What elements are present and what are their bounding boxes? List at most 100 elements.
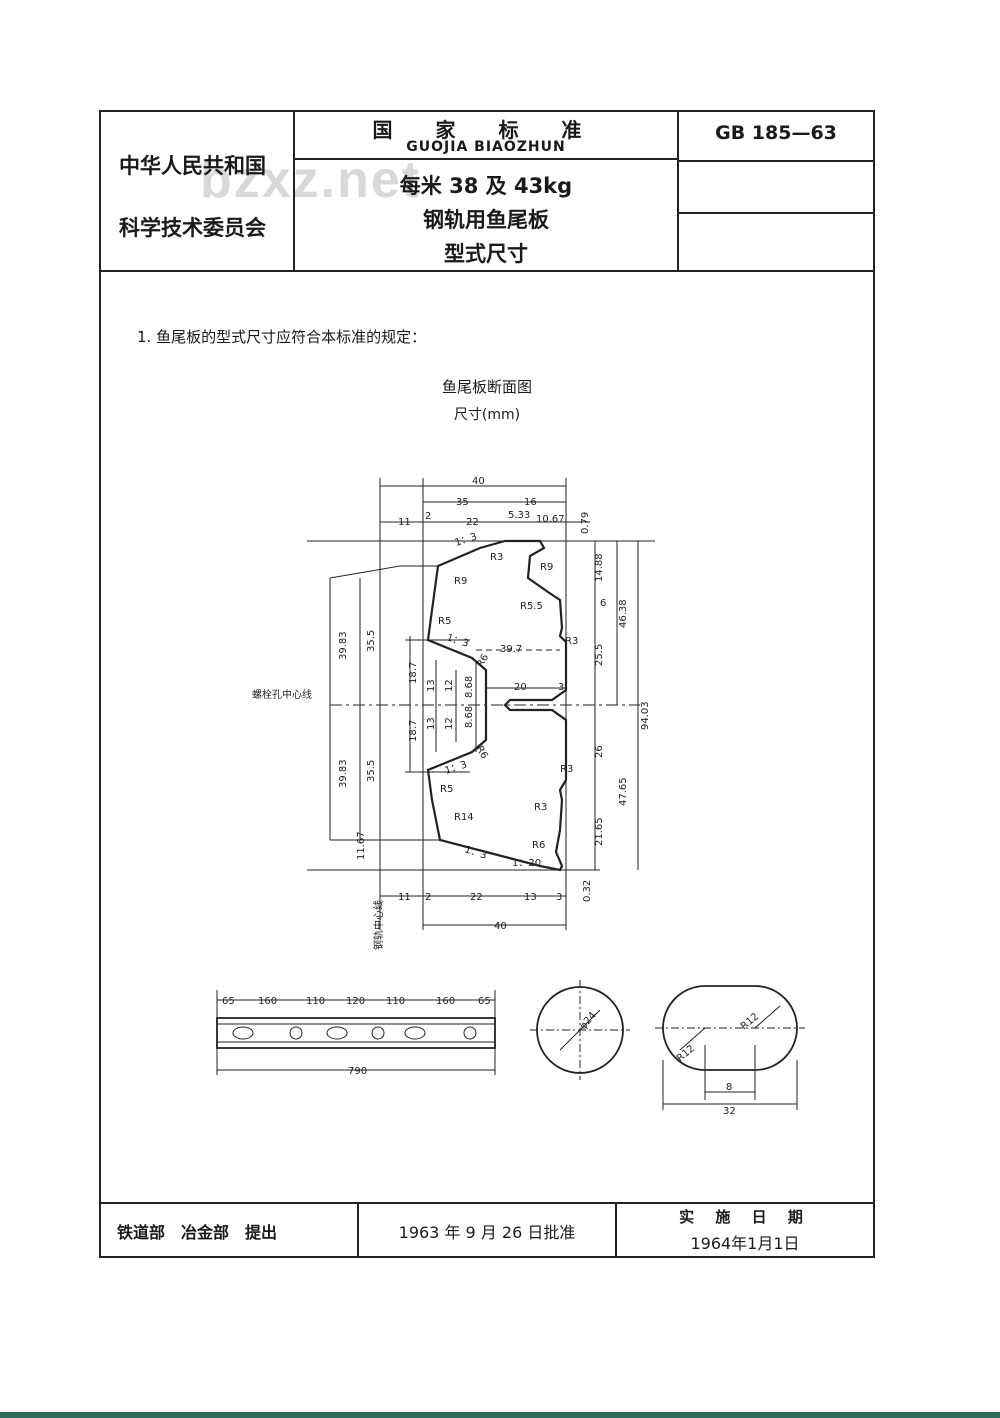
radius-text-r3-top: R3: [490, 552, 503, 563]
slot-inner-text: 8: [726, 1082, 732, 1093]
dim-text-26: 26: [594, 745, 605, 758]
slot-radius-a-text: R12: [675, 1043, 697, 1064]
radius-text-r3-right-mid: R3: [560, 764, 573, 775]
plate-dim-160-right: 160: [436, 996, 455, 1007]
dim-text-22-top: 22: [466, 517, 479, 528]
dim-text-3-bottom: 3: [556, 892, 562, 903]
dim-text-35: 35: [456, 497, 469, 508]
dim-text-5-33: 5.33: [508, 510, 530, 521]
slope-leader-top: [329, 565, 440, 579]
dim-text-10-67: 10.67: [536, 514, 565, 525]
dim-text-22-bottom: 22: [470, 892, 483, 903]
effective-date: 1964年1月1日: [690, 1234, 800, 1253]
title-cell: 国 家 标 准 GUOJIA BIAOZHUN 每米 38 及 43kg 钢轨用…: [295, 112, 679, 270]
dim-text-18-7-bottom: 18.7: [408, 720, 419, 742]
dim-text-13-bottom: 13: [524, 892, 537, 903]
slot-radius-b-text: R12: [739, 1011, 761, 1032]
radius-text-r6-corner: R6: [532, 840, 545, 851]
subtitle-2: 钢轨用鱼尾板: [423, 208, 549, 232]
slope-text-5: 1：20: [512, 858, 541, 869]
dim-text-40-top: 40: [472, 476, 485, 487]
dim-text-35-5-bottom: 35.5: [366, 760, 377, 782]
plate-elevation: [216, 1017, 496, 1049]
inner-dim-20: 20: [514, 682, 527, 693]
watermark: bzxz.net: [200, 151, 422, 209]
standard-code: GB 185—63: [715, 122, 837, 144]
code-row: GB 185—63: [679, 112, 873, 162]
plate-dim-110-right: 110: [386, 996, 405, 1007]
dim-text-0-32: 0.32: [582, 880, 593, 902]
issuer-line2: 科学技术委员会: [119, 216, 266, 240]
clause-text: 1. 鱼尾板的型式尺寸应符合本标准的规定：: [137, 328, 427, 346]
dim-text-6: 6: [600, 598, 606, 609]
header-table: 中华人民共和国 科学技术委员会 国 家 标 准 GUOJIA BIAOZHUN …: [101, 112, 873, 272]
dim-text-11-top: 11: [398, 517, 411, 528]
dim-text-40-bottom: 40: [494, 921, 507, 932]
dim-text-39-83-top: 39.83: [338, 631, 349, 660]
dim-text-11-bottom: 11: [398, 892, 411, 903]
plate-slot-5: [404, 1026, 426, 1040]
rail-center-label: 钢轨中心线: [372, 900, 385, 950]
dim-text-8-68-top: 8.68: [464, 676, 475, 698]
plate-hole-6: [463, 1026, 477, 1040]
dim-text-21-65: 21.65: [594, 817, 605, 846]
figure-unit: 尺寸(mm): [453, 407, 521, 423]
plate-hole-2: [289, 1026, 303, 1040]
plate-hole-4: [371, 1026, 385, 1040]
bolt-center-label: 螺栓孔中心线: [252, 688, 312, 701]
dim-text-35-5-top: 35.5: [366, 630, 377, 652]
title-cn: 国 家 标 准: [372, 118, 600, 142]
round-hole-diameter: [559, 1009, 601, 1051]
dim-text-13-top: 13: [426, 679, 437, 692]
dim-text-13-bottom: 13: [426, 717, 437, 730]
title-pinyin: GUOJIA BIAOZHUN: [406, 139, 566, 155]
dim-text-18-7-top: 18.7: [408, 662, 419, 684]
slope-text-4: 1：3: [463, 844, 488, 861]
dim-text-8-68-bottom: 8.68: [464, 706, 475, 728]
oval-radius-b: [754, 1005, 781, 1029]
hole-diameter-text: φ24: [578, 1010, 599, 1032]
document-frame: 中华人民共和国 科学技术委员会 国 家 标 准 GUOJIA BIAOZHUN …: [99, 110, 875, 1258]
figure-title: 鱼尾板断面图: [441, 378, 532, 396]
inner-dim-39-7: 39.7: [500, 644, 522, 655]
radius-text-r3-right-low: R3: [534, 802, 547, 813]
footer-table: 铁道部 冶金部 提出 1963 年 9 月 26 日批准 实 施 日 期 196…: [101, 1202, 873, 1256]
dim-text-16: 16: [524, 497, 537, 508]
radius-text-r5-5: R5.5: [520, 601, 543, 612]
effective-cell: 实 施 日 期 1964年1月1日: [617, 1204, 873, 1256]
dim-text-39-83-bottom: 39.83: [338, 759, 349, 788]
approval-cell: 1963 年 9 月 26 日批准: [359, 1204, 617, 1256]
slope-text-1: 1：3: [454, 531, 479, 548]
radius-text-r14: R14: [454, 812, 474, 823]
scan-edge-strip: [0, 1412, 1000, 1418]
plate-slot-3: [326, 1026, 348, 1040]
proposers: 铁道部 冶金部 提出: [117, 1223, 278, 1242]
dim-text-47-65: 47.65: [618, 777, 629, 806]
code-blank-row: [679, 160, 873, 214]
plate-dim-160-left: 160: [258, 996, 277, 1007]
dim-text-11-67: 11.67: [356, 831, 367, 860]
plate-dim-110-left: 110: [306, 996, 325, 1007]
dim-text-12-top: 12: [444, 679, 455, 692]
plate-dim-65-left: 65: [222, 996, 235, 1007]
slot-total-text: 32: [723, 1106, 736, 1117]
dim-text-2-top: 2: [425, 511, 431, 522]
slope-text-2: 1：3: [445, 632, 470, 649]
dim-text-25-5: 25.5: [594, 644, 605, 666]
radius-text-r3-right-top: R3: [565, 636, 578, 647]
approval-date: 1963 年 9 月 26 日批准: [398, 1223, 576, 1242]
dim-text-2-bottom: 2: [425, 892, 431, 903]
issuer-line1: 中华人民共和国: [119, 154, 266, 178]
oval-radius-a: [679, 1027, 706, 1051]
inner-dim-3: 3: [558, 682, 564, 693]
code-cell: GB 185—63: [679, 112, 873, 270]
title-top-row: 国 家 标 准 GUOJIA BIAOZHUN: [295, 112, 677, 160]
dim-text-46-38: 46.38: [618, 599, 629, 628]
subtitle-1: 每米 38 及 43kg: [399, 174, 573, 198]
issuer-cell: 中华人民共和国 科学技术委员会: [101, 112, 295, 270]
dim-text-12-bottom: 12: [444, 717, 455, 730]
radius-text-r9-left: R9: [454, 576, 467, 587]
plate-dim-65-right: 65: [478, 996, 491, 1007]
dim-text-14-88: 14.88: [594, 553, 605, 582]
radius-text-r5-bottom: R5: [440, 784, 453, 795]
